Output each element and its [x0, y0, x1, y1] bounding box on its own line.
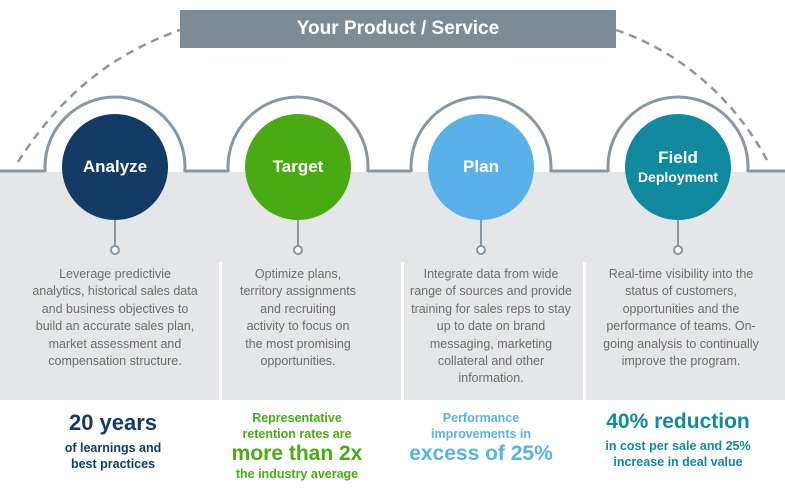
stat-target: Representative retention rates are more … [202, 410, 392, 482]
analyze-description: Leverage predictivie analytics, historic… [32, 267, 198, 369]
stat-field-deployment: 40% reduction in cost per sale and 25% i… [583, 410, 773, 470]
stat-target-small: Representative retention rates are [242, 411, 352, 441]
plan-label: Plan [463, 157, 499, 176]
dashed-arc [16, 28, 770, 163]
title-banner: Your Product / Service [180, 10, 616, 48]
field-deployment-label-line2: Deployment [637, 169, 719, 185]
column-divider [583, 262, 586, 400]
field-deployment-description: Real-time visibility into the status of … [603, 267, 759, 369]
connector-dot [673, 245, 683, 255]
stat-plan-big: excess of 25% [409, 442, 553, 465]
target-description: Optimize plans, territory assignments an… [240, 267, 357, 369]
connector-dot [293, 245, 303, 255]
stat-plan: Performance improvements in excess of 25… [386, 410, 576, 466]
field-deployment-circle: Field Deployment [625, 114, 731, 220]
target-circle: Target [245, 114, 351, 220]
stat-target-small2: the industry average [235, 467, 359, 481]
plan-description: Integrate data from wide range of source… [410, 267, 572, 386]
stat-field-deployment-small: in cost per sale and 25% increase in dea… [605, 439, 751, 469]
column-divider [219, 262, 222, 400]
connector-dot [110, 245, 120, 255]
connector-dot [476, 245, 486, 255]
stat-target-big: more than 2x [231, 442, 363, 465]
target-label: Target [272, 157, 324, 176]
column-divider [401, 262, 404, 400]
stat-plan-small: Performance improvements in [430, 411, 532, 441]
analyze-circle: Analyze [62, 114, 168, 220]
stat-analyze: 20 years of learnings and best practices [18, 410, 208, 472]
plan-circle: Plan [428, 114, 534, 220]
stat-analyze-big: 20 years [68, 410, 158, 435]
stat-field-deployment-big: 40% reduction [606, 410, 750, 433]
field-deployment-label-line1: Field [658, 148, 698, 167]
analyze-label: Analyze [82, 157, 148, 176]
stat-analyze-small: of learnings and best practices [64, 441, 162, 471]
